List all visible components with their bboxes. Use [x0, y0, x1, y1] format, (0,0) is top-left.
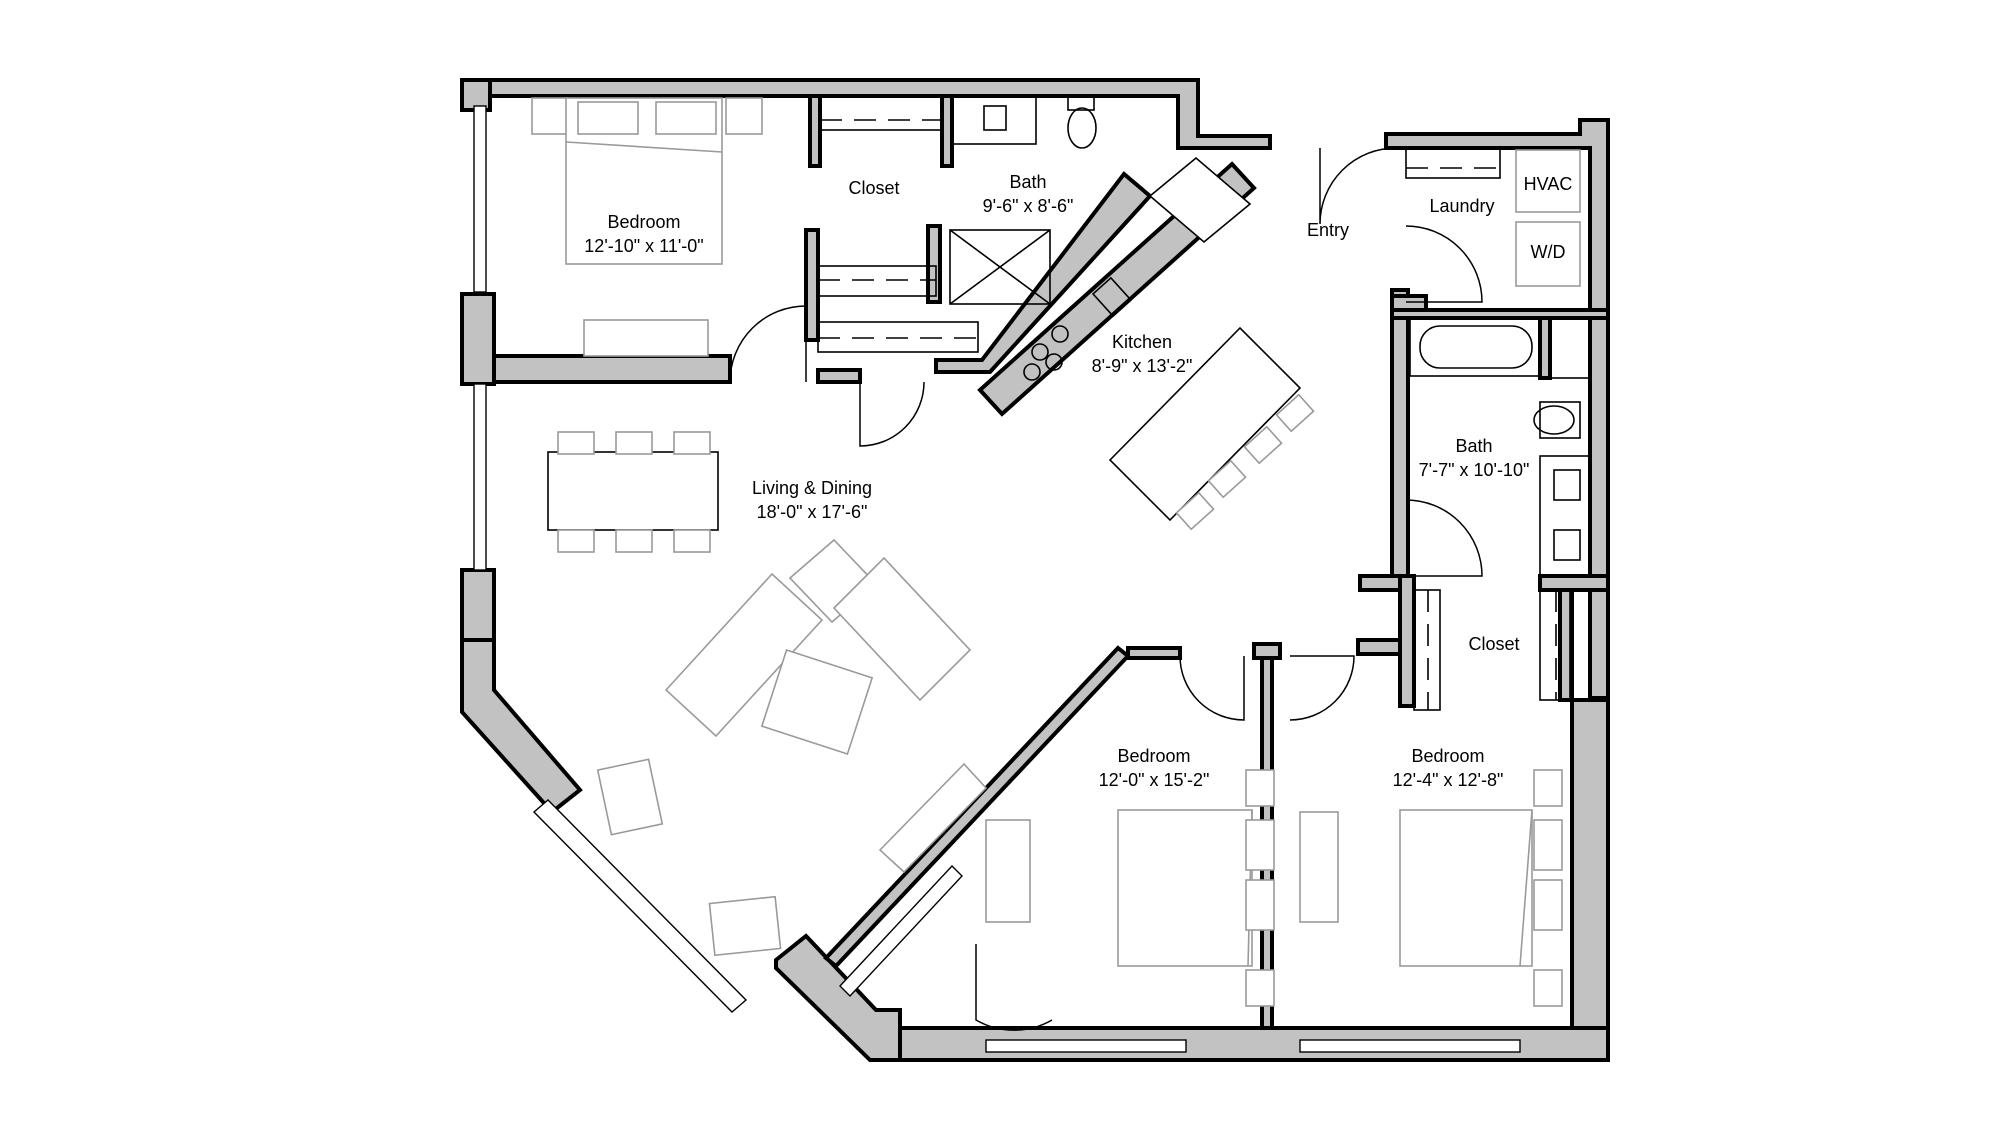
kitchen-fixtures: [1023, 156, 1315, 531]
room-name-entry: Entry: [1307, 220, 1349, 240]
room-name-laundry: Laundry: [1429, 196, 1494, 216]
closet-2-shelving: [1413, 589, 1571, 711]
windows: [473, 105, 1521, 1053]
room-name-kitchen: Kitchen: [1112, 332, 1172, 352]
room-name-bath-1: Bath: [1009, 172, 1046, 192]
dining-furniture: [547, 431, 719, 553]
room-name-closet-1: Closet: [848, 178, 899, 198]
room-labels: Bedroom 12'-10" x 11'-0" Closet Bath 9'-…: [584, 172, 1572, 790]
laundry-fixtures: [1405, 147, 1581, 287]
room-dims-kitchen: 8'-9" x 13'-2": [1092, 356, 1193, 376]
room-dims-living-dining: 18'-0" x 17'-6": [757, 502, 868, 522]
bedroom-1-furniture: [531, 97, 763, 357]
room-name-bedroom-3: Bedroom: [1411, 746, 1484, 766]
appliance-washer-dryer: W/D: [1531, 242, 1566, 262]
room-name-bath-2: Bath: [1455, 436, 1492, 456]
room-dims-bath-2: 7'-7" x 10'-10": [1419, 460, 1530, 480]
appliance-hvac: HVAC: [1524, 174, 1573, 194]
bedroom-2-furniture: [985, 769, 1275, 1007]
room-dims-bedroom-1: 12'-10" x 11'-0": [584, 236, 703, 256]
bath-1-fixtures: [949, 95, 1097, 305]
closet-1-shelving: [817, 95, 979, 353]
bedroom-3-furniture: [1299, 769, 1563, 1007]
bath-2-fixtures: [1409, 317, 1591, 577]
room-name-living-dining: Living & Dining: [752, 478, 872, 498]
room-dims-bedroom-3: 12'-4" x 12'-8": [1393, 770, 1504, 790]
room-name-closet-2: Closet: [1468, 634, 1519, 654]
room-name-bedroom-2: Bedroom: [1117, 746, 1190, 766]
room-name-bedroom-1: Bedroom: [607, 212, 680, 232]
doors: [729, 147, 1483, 1031]
room-dims-bath-1: 9'-6" x 8'-6": [983, 196, 1074, 216]
room-dims-bedroom-2: 12'-0" x 15'-2": [1099, 770, 1210, 790]
living-furniture: [596, 538, 988, 957]
